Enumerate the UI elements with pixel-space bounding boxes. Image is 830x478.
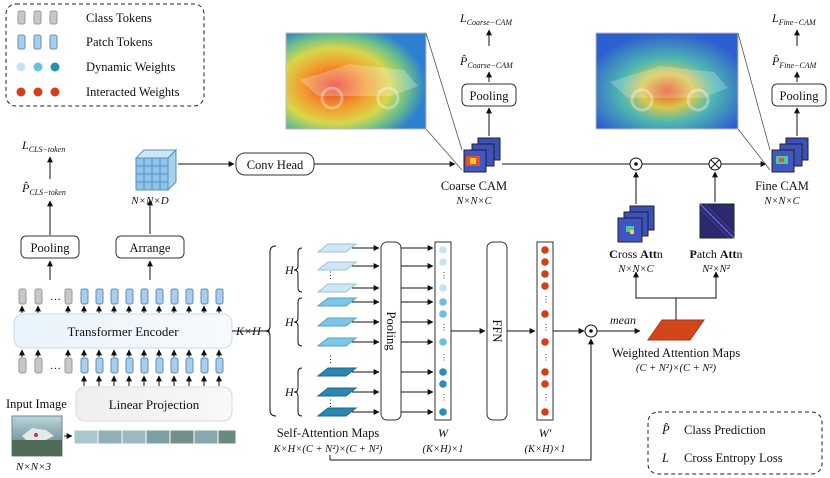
kxh-label: K×H <box>235 324 262 338</box>
input-tokens: … <box>18 357 224 374</box>
weighted-attention-dims: (C + N²)×(C + N²) <box>636 363 717 374</box>
arrange-block <box>115 235 185 259</box>
footnote-l-label: Cross Entropy Loss <box>684 451 783 465</box>
legend-patch-tokens: Patch Tokens <box>17 34 153 50</box>
arrange-label: Arrange <box>130 241 171 255</box>
legend-dynamic-weights-label: Dynamic Weights <box>86 60 176 74</box>
l-coarse-cam: LCoarse−CAM <box>459 11 513 27</box>
w-label: W <box>438 426 449 440</box>
input-image <box>11 415 63 457</box>
svg-text:⋮: ⋮ <box>326 354 335 364</box>
cross-attn-dims: N×N×C <box>617 264 654 275</box>
image-patches <box>73 429 237 445</box>
legend-patch-tokens-label: Patch Tokens <box>86 35 153 49</box>
mean-label: mean <box>610 313 636 327</box>
svg-text:⋮: ⋮ <box>440 393 448 402</box>
weighted-attention-maps-label: Weighted Attention Maps <box>612 346 740 360</box>
attention-pooling-label: Pooling <box>384 312 398 352</box>
footnote-p-label: Class Prediction <box>684 423 766 437</box>
transformer-encoder-label: Transformer Encoder <box>67 324 179 339</box>
attention-maps-group-3: ⋮ <box>316 367 358 417</box>
svg-text:⋮: ⋮ <box>440 271 448 280</box>
w-vector-values: ⋮ ⋮ ⋮ ⋮ <box>439 246 448 416</box>
coarse-cam-label: Coarse CAM <box>441 179 507 193</box>
footnote-p-symbol: P̂ <box>661 423 670 437</box>
p-fine-cam: P̂Fine−CAM <box>771 54 818 70</box>
svg-text:⋮: ⋮ <box>542 323 550 332</box>
fine-pooling-block <box>771 83 827 107</box>
legend: Class Tokens Patch Tokens Dynamic Weight… <box>5 3 205 107</box>
p-cls-token: P̂CLS−token <box>21 181 66 197</box>
self-attention-dims: K×H×(C + N²)×(C + N²) <box>273 444 383 455</box>
l-cls-token: LCLS−token <box>21 138 65 154</box>
ffn-label: FFN <box>490 320 504 343</box>
left-pooling-label: Pooling <box>31 241 71 255</box>
footnote-box: P̂ Class Prediction L Cross Entropy Loss <box>647 411 823 475</box>
w-dims: (K×H)×1 <box>422 444 463 455</box>
cross-attn-maps <box>617 205 655 243</box>
attention-maps-group-1: ⋮ <box>316 243 358 293</box>
svg-text:…: … <box>50 360 61 372</box>
legend-interacted-weights: Interacted Weights <box>16 85 180 99</box>
patch-attn-dims: N²×N² <box>701 264 730 275</box>
w-prime-label: W′ <box>539 426 552 440</box>
attention-pooling-block <box>380 241 402 421</box>
w-prime-dims: (K×H)×1 <box>524 444 565 455</box>
svg-text:⋮: ⋮ <box>542 393 550 402</box>
l-fine-cam: LFine−CAM <box>771 11 817 27</box>
linear-projection-label: Linear Projection <box>109 397 200 412</box>
arranged-dims: N×N×D <box>130 195 169 207</box>
attention-maps-group-2 <box>316 297 358 347</box>
p-coarse-cam: P̂Coarse−CAM <box>459 54 514 70</box>
input-dims: N×N×3 <box>15 461 52 473</box>
legend-class-tokens-label: Class Tokens <box>86 11 152 25</box>
left-pooling-block <box>20 235 80 259</box>
svg-text:⋮: ⋮ <box>326 398 335 408</box>
patch-attn-map <box>699 203 735 239</box>
w-prime-vector-values: ⋮ ⋮ ⋮ ⋮ <box>541 246 550 416</box>
fine-pooling-label: Pooling <box>780 89 820 103</box>
coarse-cam-dims: N×N×C <box>455 196 492 207</box>
svg-text:…: … <box>50 291 61 303</box>
input-image-label: Input Image <box>6 397 67 411</box>
coarse-pooling-block <box>461 83 517 107</box>
legend-dynamic-weights: Dynamic Weights <box>16 60 176 74</box>
svg-text:⋮: ⋮ <box>440 353 448 362</box>
svg-text:⋮: ⋮ <box>542 353 550 362</box>
self-attention-maps-label: Self-Attention Maps <box>277 426 380 440</box>
token-cube <box>134 148 178 192</box>
svg-text:⋮: ⋮ <box>440 323 448 332</box>
cross-attn-label: Cross Attn <box>609 247 663 261</box>
svg-text:⋮: ⋮ <box>326 270 335 280</box>
linear-projection-block <box>75 386 233 422</box>
footnote-l-symbol: L <box>661 451 669 465</box>
conv-head-label: Conv Head <box>247 158 304 172</box>
patch-attn-label: Patch Attn <box>689 247 742 261</box>
svg-text:⋮: ⋮ <box>542 295 550 304</box>
fine-cam-label: Fine CAM <box>755 179 809 193</box>
fine-cam-stack <box>771 137 809 173</box>
h-label-3: H <box>284 385 295 399</box>
fine-cam-heatmap <box>595 32 739 130</box>
h-label-1: H <box>284 263 295 277</box>
weighted-attention-map <box>647 319 705 341</box>
fine-cam-dims: N×N×C <box>763 196 800 207</box>
coarse-pooling-label: Pooling <box>470 89 510 103</box>
coarse-cam-stack <box>463 137 501 173</box>
legend-class-tokens: Class Tokens <box>17 10 152 25</box>
h-label-2: H <box>284 315 295 329</box>
coarse-cam-heatmap <box>285 32 427 130</box>
legend-interacted-weights-label: Interacted Weights <box>86 85 180 99</box>
output-tokens: … <box>18 288 224 305</box>
